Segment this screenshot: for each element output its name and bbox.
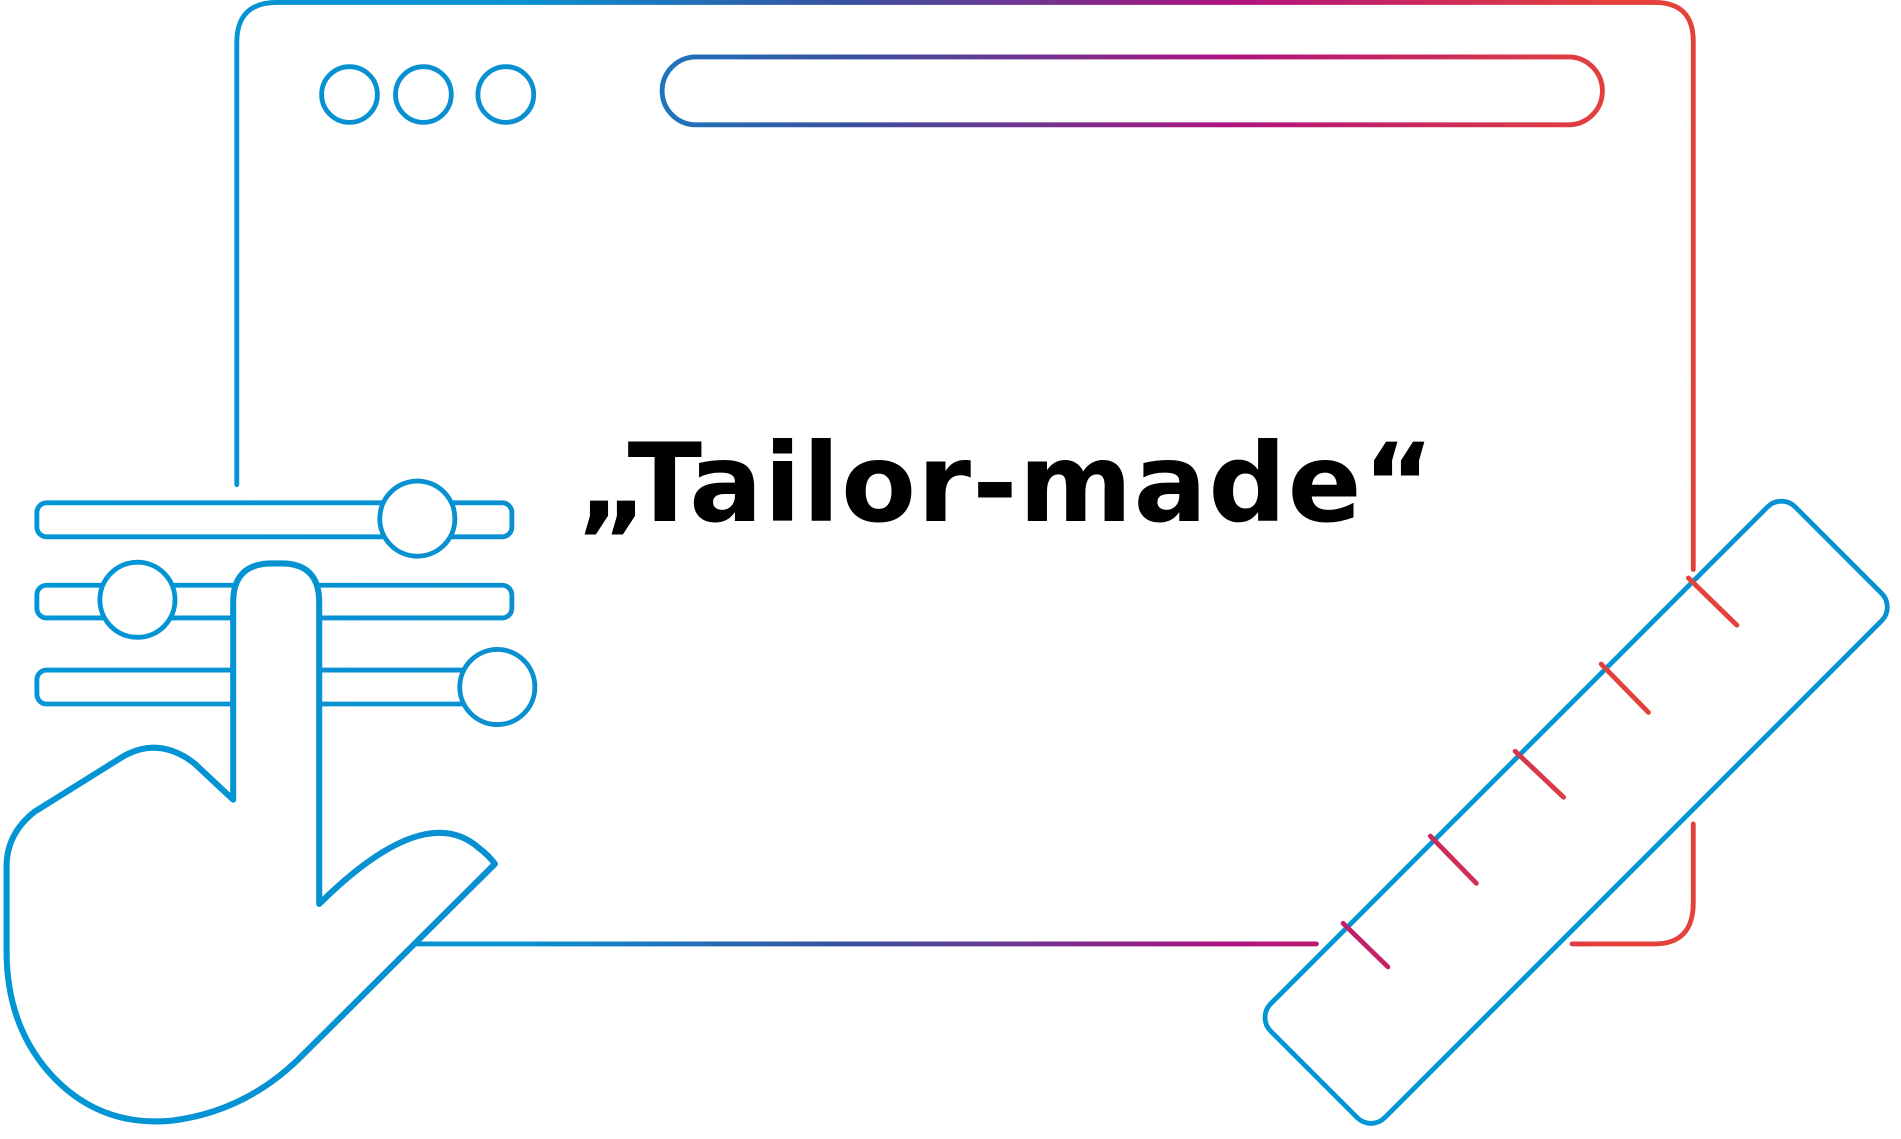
headline: „Tailor-made“: [577, 420, 1436, 547]
pointing-hand-icon: [3, 560, 498, 1125]
window-dot-icon: [319, 64, 380, 125]
ruler-icon: [1262, 498, 1890, 1126]
window-dot-icon: [475, 64, 537, 125]
browser-window-icon: [234, 0, 1696, 947]
address-bar: [659, 54, 1605, 128]
window-dot-icon: [393, 64, 454, 125]
